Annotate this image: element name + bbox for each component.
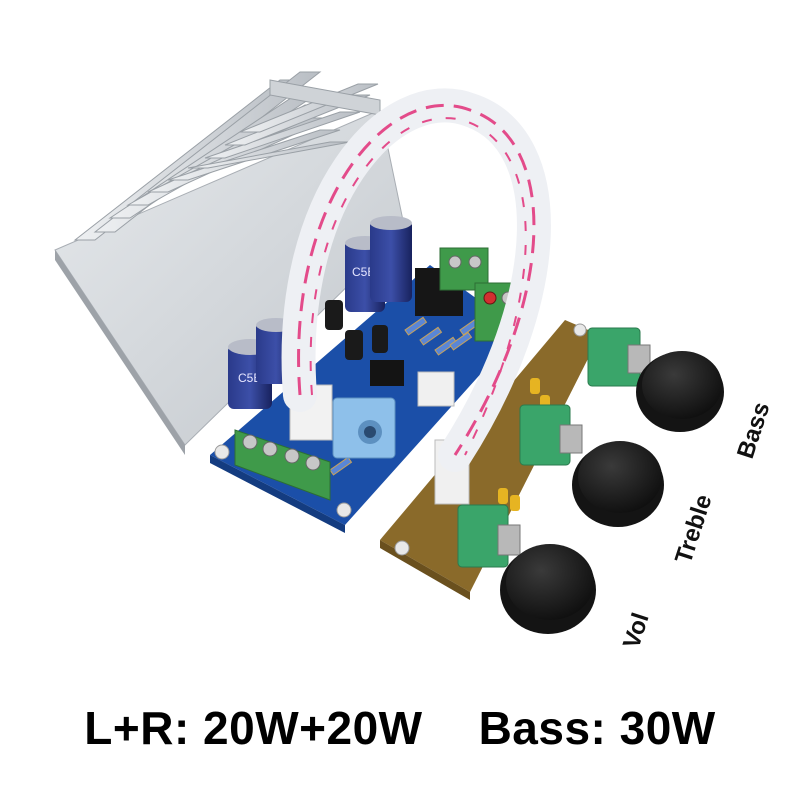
channel-power-text: L+R: 20W+20W (84, 702, 423, 754)
input-connector (417, 371, 455, 407)
main-pcb (210, 247, 522, 533)
capacitor (370, 216, 412, 302)
speaker-terminal (234, 429, 331, 501)
bass-power-text: Bass: 30W (478, 702, 716, 754)
ic-chip (370, 360, 404, 386)
svg-text:C5E: C5E (352, 265, 375, 279)
bass-knob (587, 327, 724, 432)
mount-hole (214, 444, 230, 460)
mount-hole (336, 502, 352, 518)
vol-label: Vol (618, 610, 655, 652)
bass-label: Bass (732, 399, 775, 462)
treble-knob (519, 404, 664, 527)
small-capacitor (325, 300, 388, 360)
capacitor-group: C5E C5E (228, 216, 412, 409)
mount-hole (394, 540, 410, 556)
svg-text:C5E: C5E (238, 371, 261, 385)
audio-jack (332, 397, 396, 459)
vol-knob (457, 504, 596, 634)
treble-label: Treble (670, 491, 718, 567)
power-rating-caption: L+R: 20W+20W Bass: 30W (0, 688, 800, 768)
ribbon-cable (281, 88, 551, 472)
mount-hole (573, 323, 587, 337)
amplifier-board-photo: C5E C5E (54, 71, 775, 652)
